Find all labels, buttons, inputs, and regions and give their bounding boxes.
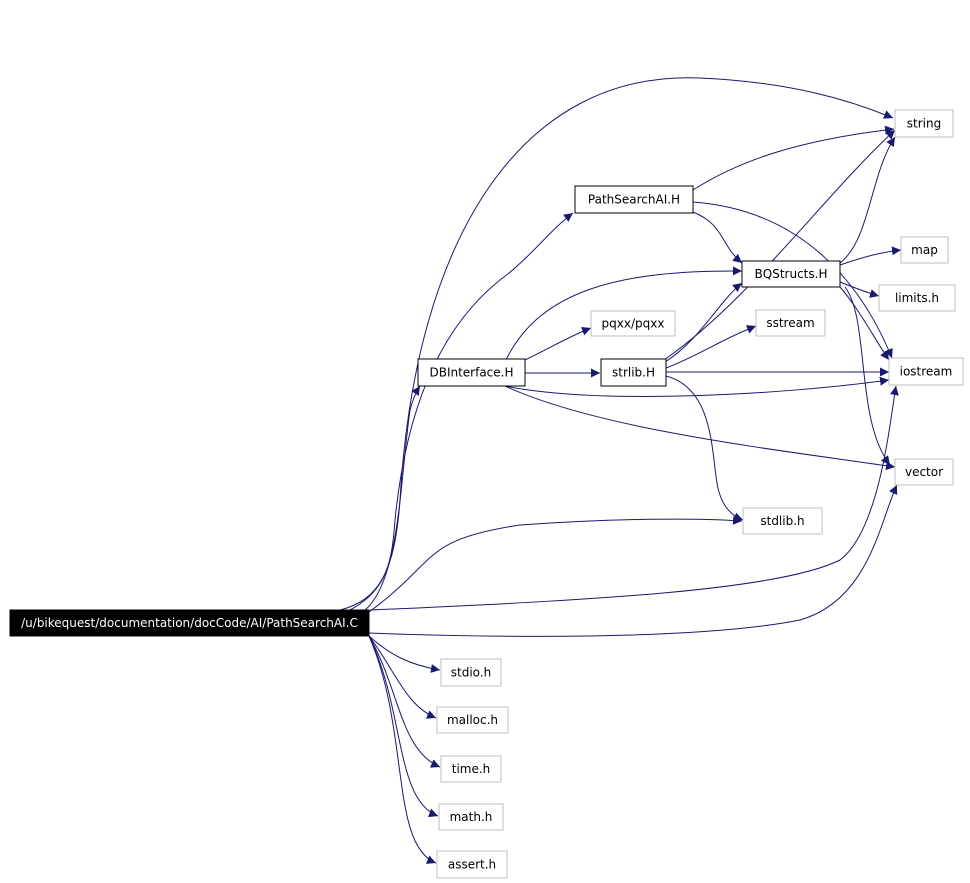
node-box: [436, 706, 509, 734]
node-label: map: [911, 243, 938, 257]
node-label: DBInterface.H: [429, 366, 513, 380]
node-map: map: [900, 236, 949, 264]
node-bqstructs-h[interactable]: BQStructs.H: [741, 260, 841, 288]
node-assert-h: assert.h: [436, 850, 508, 879]
node-label: BQStructs.H: [755, 267, 828, 281]
node-time-h: time.h: [440, 755, 502, 783]
node-iostream: iostream: [888, 357, 964, 386]
node-box: [888, 357, 964, 386]
edge-bqstructs_h-map: [839, 246, 902, 266]
edge-root-math_h: [368, 635, 439, 818]
node-strlib-h[interactable]: strlib.H: [600, 358, 667, 387]
node-label: vector: [905, 465, 943, 479]
node-box: [741, 260, 841, 288]
node-malloc-h: malloc.h: [436, 706, 509, 734]
edge-root-time_h: [368, 635, 441, 768]
node-label: math.h: [450, 810, 493, 824]
node-box: [894, 458, 954, 486]
edge-strlib_h-sstream: [665, 325, 757, 369]
node-stdlib-h: stdlib.h: [742, 507, 823, 535]
node-label: time.h: [452, 762, 491, 776]
node-label: stdlib.h: [760, 514, 804, 528]
node-box: [900, 236, 949, 264]
edge-root-vector: [368, 484, 898, 637]
edge-root-stdio_h: [368, 635, 441, 673]
node-pathsearch-h[interactable]: PathSearchAI.H: [574, 185, 694, 214]
node-string: string: [894, 109, 954, 138]
node-box: [742, 507, 823, 535]
node-sstream: sstream: [755, 309, 826, 337]
edge-root-dbinterface_h: [364, 385, 421, 611]
node-box: [574, 185, 694, 214]
node-label: malloc.h: [447, 713, 498, 727]
node-vector: vector: [894, 458, 954, 486]
edge-dbinterface_h-vector: [504, 385, 896, 471]
node-box: [600, 358, 667, 387]
node-label: pqxx/pqxx: [602, 317, 665, 331]
edge-pathsearch_h-iostream: [692, 201, 893, 359]
node-box: [436, 850, 508, 879]
node-box: [440, 755, 502, 783]
edge-dbinterface_h-pqxx: [524, 327, 592, 361]
edge-bqstructs_h-vector: [844, 286, 891, 466]
node-label: string: [907, 117, 941, 131]
node-label: sstream: [766, 316, 814, 330]
edge-pathsearch_h-string: [692, 125, 895, 191]
node-label: strlib.H: [612, 366, 655, 380]
node-box: [9, 609, 370, 637]
node-box: [417, 358, 526, 387]
node-pqxx: pqxx/pqxx: [590, 310, 676, 337]
node-stdio-h: stdio.h: [440, 658, 502, 687]
node-label: assert.h: [448, 858, 496, 872]
edge-pathsearch_h-bqstructs_h: [692, 211, 743, 264]
edge-root-iostream: [369, 385, 899, 611]
edge-strlib_h-bqstructs_h: [664, 282, 743, 363]
edge-strlib_h-stdlib_h: [665, 375, 744, 522]
node-math-h: math.h: [438, 803, 504, 831]
node-root: /u/bikequest/documentation/docCode/AI/Pa…: [9, 609, 370, 637]
edge-bqstructs_h-limits_h: [839, 281, 880, 298]
node-label: iostream: [900, 365, 953, 379]
edge-root-stdlib_h: [368, 515, 743, 613]
node-label: stdio.h: [451, 666, 491, 680]
edge-root-malloc_h: [368, 635, 437, 719]
node-box: [755, 309, 826, 337]
edge-root-assert_h: [368, 635, 437, 864]
node-dbinterface-h[interactable]: DBInterface.H: [417, 358, 526, 387]
node-box: [590, 310, 676, 337]
edge-bqstructs_h-iostream: [839, 286, 890, 361]
edge-dbinterface_h-bqstructs_h: [505, 266, 743, 361]
node-limits-h: limits.h: [878, 284, 956, 312]
edge-root-string: [339, 77, 894, 611]
edges-layer: [339, 77, 902, 864]
edge-root-pathsearch_h: [349, 212, 574, 611]
node-box: [894, 109, 954, 138]
node-label: limits.h: [895, 291, 939, 305]
node-box: [878, 284, 956, 312]
node-label: /u/bikequest/documentation/docCode/AI/Pa…: [21, 616, 358, 630]
node-box: [438, 803, 504, 831]
node-box: [440, 658, 502, 687]
node-label: PathSearchAI.H: [588, 193, 680, 207]
edge-dbinterface_h-iostream: [504, 376, 890, 397]
nodes-layer: /u/bikequest/documentation/docCode/AI/Pa…: [9, 109, 964, 879]
edge-bqstructs_h-string: [839, 136, 896, 264]
